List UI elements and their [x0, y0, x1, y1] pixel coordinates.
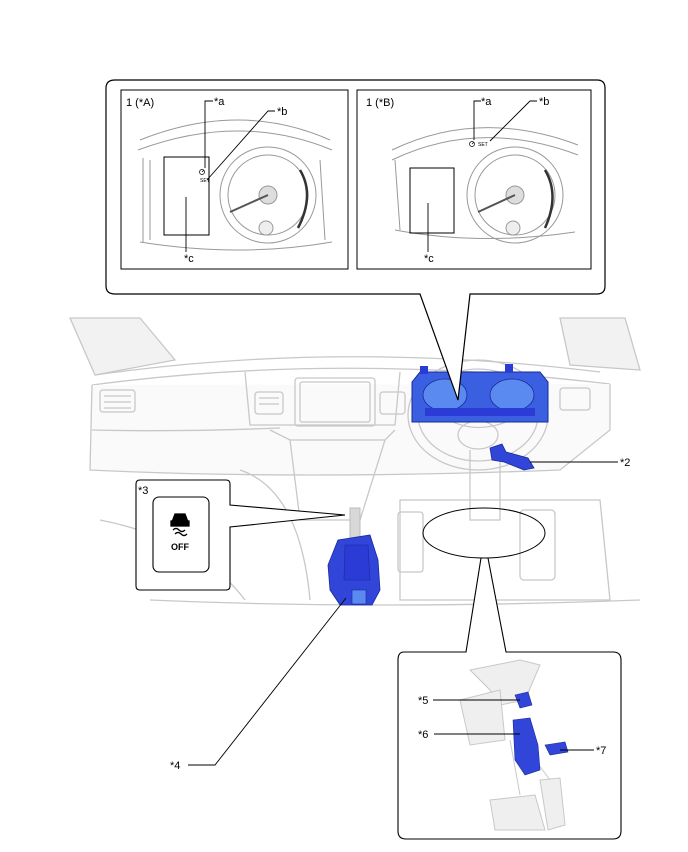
panel-b-display-c: [409, 167, 455, 234]
part-4-highlight: [327, 507, 381, 606]
pedal-area-ellipse: [422, 507, 546, 559]
panel-b-meter-drawing: [391, 127, 579, 244]
callout-2-label: *2: [620, 457, 630, 469]
panel-a-label-c: *c: [184, 253, 194, 265]
panel-a-meter-drawing: [137, 119, 333, 251]
panel-b-cruise-icon: [469, 141, 475, 147]
callout-6-label: *6: [418, 729, 428, 741]
part-2-highlight: [489, 443, 535, 471]
trc-off-text: OFF: [171, 542, 189, 552]
panel-a-set-indicator: SET: [200, 178, 210, 184]
panel-b-label-b: *b: [539, 96, 549, 108]
callout-5-label: *5: [418, 695, 428, 707]
pedal-illustration: [459, 659, 566, 831]
panel-a-leader-lines: [185, 100, 275, 252]
panel-b-label-a: *a: [481, 96, 492, 108]
callout-3-label: *3: [138, 485, 148, 497]
panel-a-title: 1 (*A): [126, 97, 154, 109]
panel-a-cruise-icon: [199, 169, 205, 175]
callout-4-label: *4: [170, 760, 180, 772]
panel-b-leader-lines: [427, 100, 537, 252]
panel-b-title: 1 (*B): [366, 97, 394, 109]
callout-7-label: *7: [596, 745, 606, 757]
panel-b-set-indicator: SET: [478, 142, 488, 148]
panel-a-display-c: [163, 156, 210, 236]
panel-b-label-c: *c: [424, 253, 434, 265]
pedal-parts-highlight: [512, 691, 569, 776]
trc-off-icon: [170, 513, 190, 537]
combination-meter-highlight: [411, 364, 549, 423]
panel-a-label-b: *b: [277, 106, 287, 118]
callout-4-leader: [188, 597, 347, 766]
panel-a-label-a: *a: [214, 96, 225, 108]
